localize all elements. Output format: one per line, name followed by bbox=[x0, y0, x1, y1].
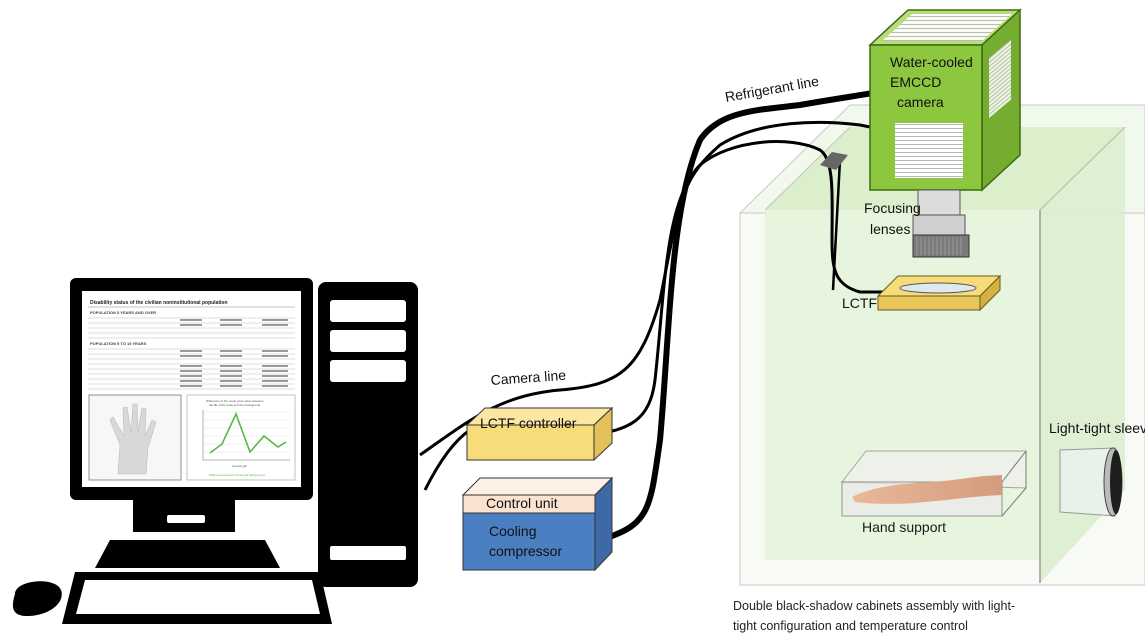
focusing-label-line1: Focusing bbox=[864, 200, 921, 216]
monitor-chart-title-2: the file (HS) mask and the background bbox=[209, 403, 261, 407]
hand-image bbox=[852, 475, 1002, 504]
cooling-compressor: Control unit Cooling compressor bbox=[461, 476, 614, 572]
focusing-label-line2: lenses bbox=[870, 221, 910, 237]
monitor-chart-title-1: Difference of the mean pixel value betwe… bbox=[206, 399, 264, 403]
lctf-label: LCTF bbox=[842, 295, 877, 311]
computer-tower bbox=[318, 282, 418, 587]
light-tight-sleeve-label: Light-tight sleeve bbox=[1049, 420, 1145, 436]
compressor-label-line1: Cooling bbox=[489, 523, 536, 539]
lctf: LCTF bbox=[842, 274, 1002, 312]
pc-lctf-cable bbox=[423, 428, 471, 491]
camera-label-line2: EMCCD bbox=[890, 74, 941, 90]
monitor-doc-title: Disability status of the civilian nonins… bbox=[90, 300, 228, 306]
refrigerant-line-label: Refrigerant line bbox=[724, 73, 820, 105]
focusing-lenses: Focusing lenses bbox=[864, 189, 970, 258]
monitor-doc-table2 bbox=[88, 348, 295, 390]
monitor-doc-table1 bbox=[88, 317, 295, 339]
caption-line1: Double black-shadow cabinets assembly wi… bbox=[733, 599, 1015, 613]
emccd-camera: Water-cooled EMCCD camera bbox=[868, 8, 1022, 192]
caption-line2: tight configuration and temperature cont… bbox=[733, 619, 968, 633]
hand-support-label: Hand support bbox=[862, 519, 946, 535]
monitor: Disability status of the civilian nonins… bbox=[70, 278, 313, 568]
compressor-label-line2: compressor bbox=[489, 543, 562, 559]
lctf-cable bbox=[589, 140, 898, 437]
mouse bbox=[12, 581, 62, 617]
light-tight-sleeve: Light-tight sleeve bbox=[1049, 420, 1145, 517]
monitor-chart-panel bbox=[186, 394, 296, 481]
cables bbox=[419, 87, 898, 543]
camera-label-line1: Water-cooled bbox=[890, 54, 973, 70]
keyboard bbox=[62, 572, 332, 624]
monitor-doc-section1: POPULATION 5 YEARS AND OVER bbox=[90, 310, 156, 315]
camera-line bbox=[419, 120, 886, 457]
hand-support: Hand support bbox=[841, 450, 1027, 535]
lctf-controller: LCTF controller bbox=[465, 406, 614, 462]
control-unit-label: Control unit bbox=[486, 495, 558, 511]
monitor-doc-values bbox=[180, 319, 288, 387]
monitor-doc-section2: POPULATION 5 TO 15 YEARS bbox=[90, 341, 147, 346]
monitor-chart-axis-label: wavelength bbox=[232, 464, 248, 468]
camera-line-label: Camera line bbox=[490, 367, 567, 388]
monitor-chart-legend: Difference between hand and background bbox=[209, 473, 265, 477]
camera-label-line3: camera bbox=[897, 94, 944, 110]
cable-connector bbox=[820, 152, 848, 170]
hand-icon bbox=[109, 403, 157, 475]
monitor-chart-line bbox=[209, 411, 287, 454]
lctf-controller-label: LCTF controller bbox=[480, 415, 577, 431]
